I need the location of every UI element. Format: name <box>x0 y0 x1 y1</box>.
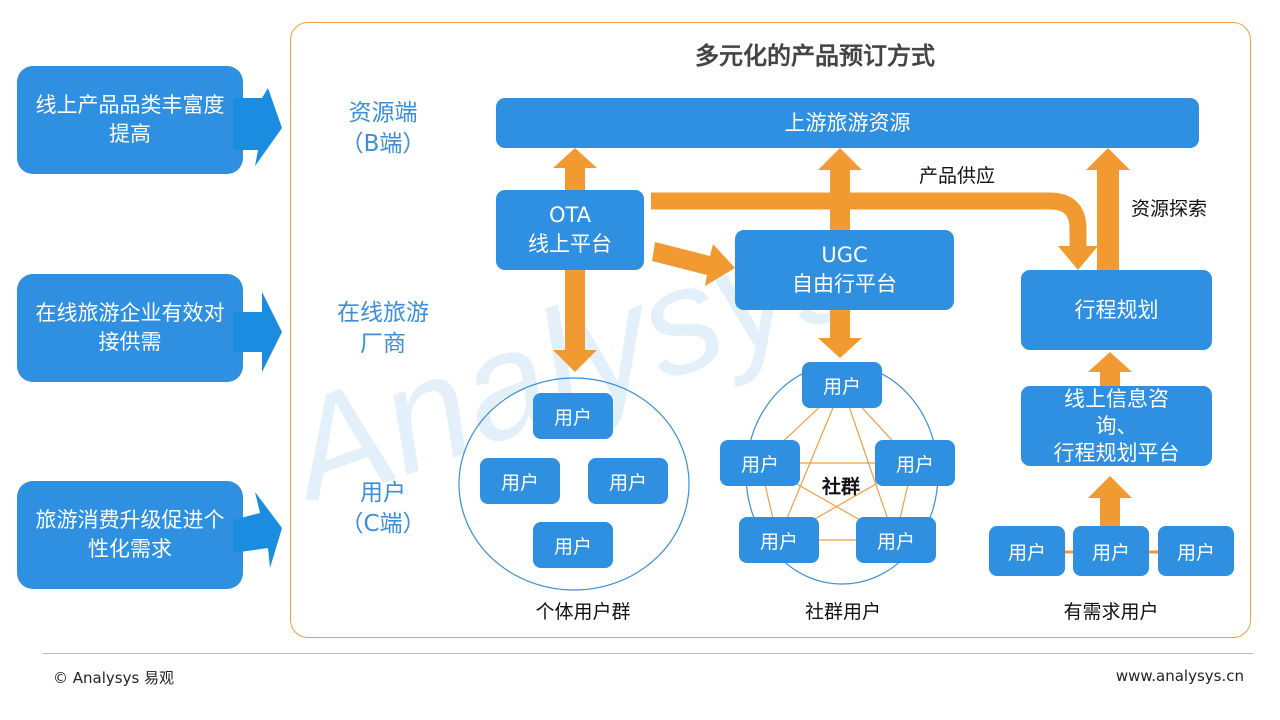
node-label: 上游旅游资源 <box>784 110 911 135</box>
label-line: （B端） <box>340 131 426 157</box>
user-node: 用户 <box>533 522 613 568</box>
user-node: 用户 <box>802 362 882 408</box>
upstream-resources-box: 上游旅游资源 <box>496 98 1199 148</box>
right-arrow-icon <box>233 292 282 372</box>
itinerary-planning-box: 行程规划 <box>1021 270 1212 350</box>
ota-platform-box: OTA 线上平台 <box>496 190 644 270</box>
right-arrow-icon <box>233 492 282 568</box>
node-label: 行程规划平台 <box>1053 441 1180 465</box>
label-user-side: 用户 （C端） <box>318 478 448 540</box>
label-line: 用户 <box>360 480 406 506</box>
caption-demand-users: 有需求用户 <box>1063 601 1159 623</box>
label-line: 在线旅游 <box>337 300 429 326</box>
up-arrow-icon <box>1088 352 1132 386</box>
diagram-title: 多元化的产品预订方式 <box>695 42 935 70</box>
down-arrow-icon <box>818 310 862 358</box>
label-line: （C端） <box>340 511 426 537</box>
driver-text: 线上产品品类丰富度提高 <box>35 93 225 146</box>
individual-group-circle <box>458 377 690 591</box>
driver-text: 旅游消费升级促进个性化需求 <box>35 508 225 561</box>
node-label: 线上平台 <box>528 232 612 256</box>
footer-url[interactable]: www.analysys.cn <box>1115 667 1244 685</box>
user-node: 用户 <box>1073 526 1149 576</box>
footer-copyright: © Analysys 易观 <box>53 669 175 687</box>
caption-community-users: 社群用户 <box>804 601 881 623</box>
ugc-platform-box: UGC 自由行平台 <box>735 230 954 310</box>
up-arrow-icon <box>553 148 597 190</box>
user-node: 用户 <box>588 458 668 504</box>
driver-box-supply-demand: 在线旅游企业有效对接供需 <box>17 274 243 382</box>
node-label: UGC <box>821 243 868 267</box>
footer-divider <box>43 653 1253 654</box>
right-arrow-icon <box>652 242 735 286</box>
user-node: 用户 <box>875 440 955 486</box>
caption-individual-users: 个体用户群 <box>535 601 631 623</box>
driver-box-product-variety: 线上产品品类丰富度提高 <box>17 66 243 174</box>
label-vendor: 在线旅游 厂商 <box>318 298 448 360</box>
supply-flow-arrow <box>651 192 1087 250</box>
down-arrow-icon <box>553 270 597 372</box>
community-center-label: 社群 <box>822 476 861 498</box>
user-node: 用户 <box>1158 526 1234 576</box>
label-line: 资源端 <box>348 100 418 126</box>
user-node: 用户 <box>720 440 800 486</box>
label-resource-explore: 资源探索 <box>1131 198 1208 220</box>
up-arrow-icon <box>1088 476 1132 526</box>
driver-box-consumption-upgrade: 旅游消费升级促进个性化需求 <box>17 481 243 589</box>
node-label: 询、 <box>1095 414 1138 438</box>
user-node: 用户 <box>739 517 819 563</box>
user-node: 用户 <box>480 458 560 504</box>
down-arrow-icon <box>1058 246 1098 270</box>
user-node: 用户 <box>856 517 936 563</box>
diagram-frame <box>290 22 1251 638</box>
user-node: 用户 <box>989 526 1065 576</box>
label-line: 厂商 <box>360 331 406 357</box>
up-arrow-icon <box>818 148 862 230</box>
right-arrow-icon <box>233 88 282 166</box>
up-arrow-icon <box>1086 148 1130 270</box>
node-label: 行程规划 <box>1074 297 1159 322</box>
label-product-supply: 产品供应 <box>919 165 996 187</box>
node-label: 自由行平台 <box>792 272 897 296</box>
user-node: 用户 <box>533 393 613 439</box>
label-resource-side: 资源端 （B端） <box>318 98 448 160</box>
driver-text: 在线旅游企业有效对接供需 <box>35 301 225 354</box>
info-platform-box: 线上信息咨 询、 行程规划平台 <box>1021 386 1212 466</box>
node-label: OTA <box>548 203 592 227</box>
node-label: 线上信息咨 <box>1064 387 1169 411</box>
